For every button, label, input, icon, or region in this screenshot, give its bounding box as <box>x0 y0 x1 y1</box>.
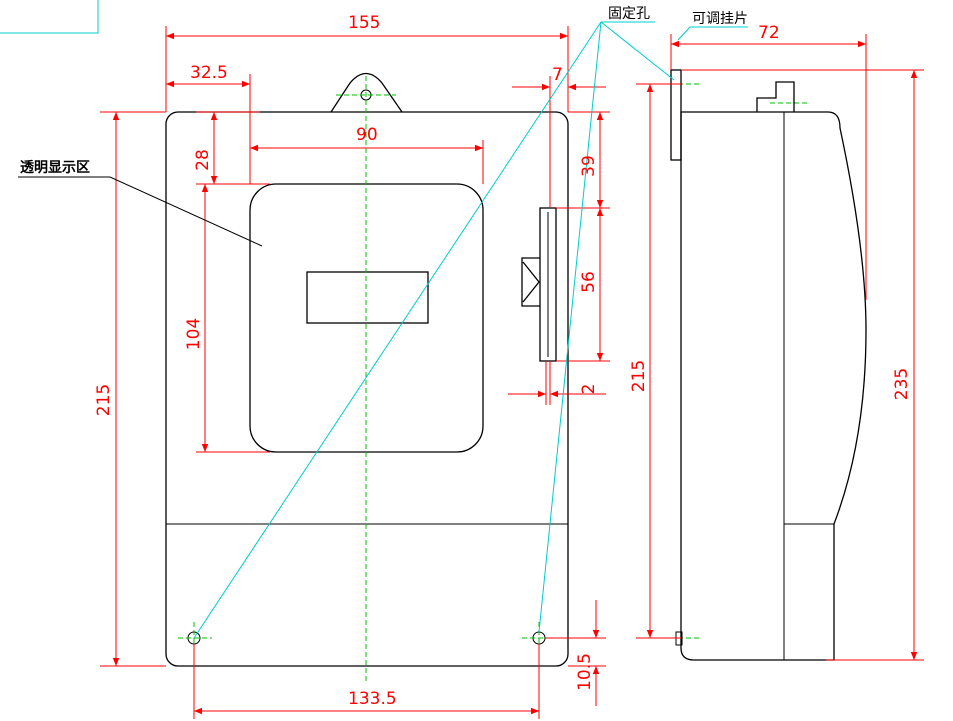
dim-text-hole-bottom: 10.5 <box>575 653 595 691</box>
leaders <box>18 21 748 639</box>
dim-text-right-offset: 7 <box>552 65 563 85</box>
hanging-tab <box>330 72 403 113</box>
label-display-area: 透明显示区 <box>20 160 90 176</box>
dim-text-window-height: 104 <box>184 318 204 350</box>
leader-hole-right <box>538 21 602 633</box>
dim-text-side-height: 215 <box>629 360 649 392</box>
leader-hole-tab <box>600 21 675 81</box>
dim-text-slot-width: 2 <box>579 384 599 395</box>
dim-text-slot-height: 56 <box>579 271 599 293</box>
label-mounting-holes: 固定孔 <box>608 6 650 22</box>
side-slot-outer <box>539 207 557 362</box>
centerlines <box>178 76 808 684</box>
front-dimensions <box>100 26 610 719</box>
frame-border <box>0 0 99 34</box>
side-dimensions <box>636 34 924 661</box>
side-body-outline <box>680 111 867 661</box>
dim-text-hole-spacing: 133.5 <box>348 689 397 709</box>
side-view <box>670 69 867 661</box>
dim-text-left-offset: 32.5 <box>190 63 228 83</box>
label-adjustable-hanger: 可调挂片 <box>692 11 748 27</box>
dimension-texts: 155 32.5 7 90 28 104 215 39 56 2 133.5 1… <box>94 13 912 709</box>
leader-display <box>109 176 263 247</box>
lcd-window <box>306 271 429 324</box>
meter-body-outline <box>165 111 569 667</box>
dim-text-side-total: 235 <box>892 368 912 400</box>
dim-text-slot-top: 39 <box>579 155 599 177</box>
dim-text-window-width: 90 <box>356 125 378 145</box>
leader-hole-left <box>193 21 602 639</box>
side-slot-clip <box>521 257 540 307</box>
side-top-knob <box>756 81 795 112</box>
dim-text-side-depth: 72 <box>758 23 780 43</box>
dim-text-total-height: 215 <box>94 384 114 416</box>
dim-text-top-gap: 28 <box>193 149 213 171</box>
leader-hanger <box>677 26 691 41</box>
dim-text-width: 155 <box>348 13 380 33</box>
